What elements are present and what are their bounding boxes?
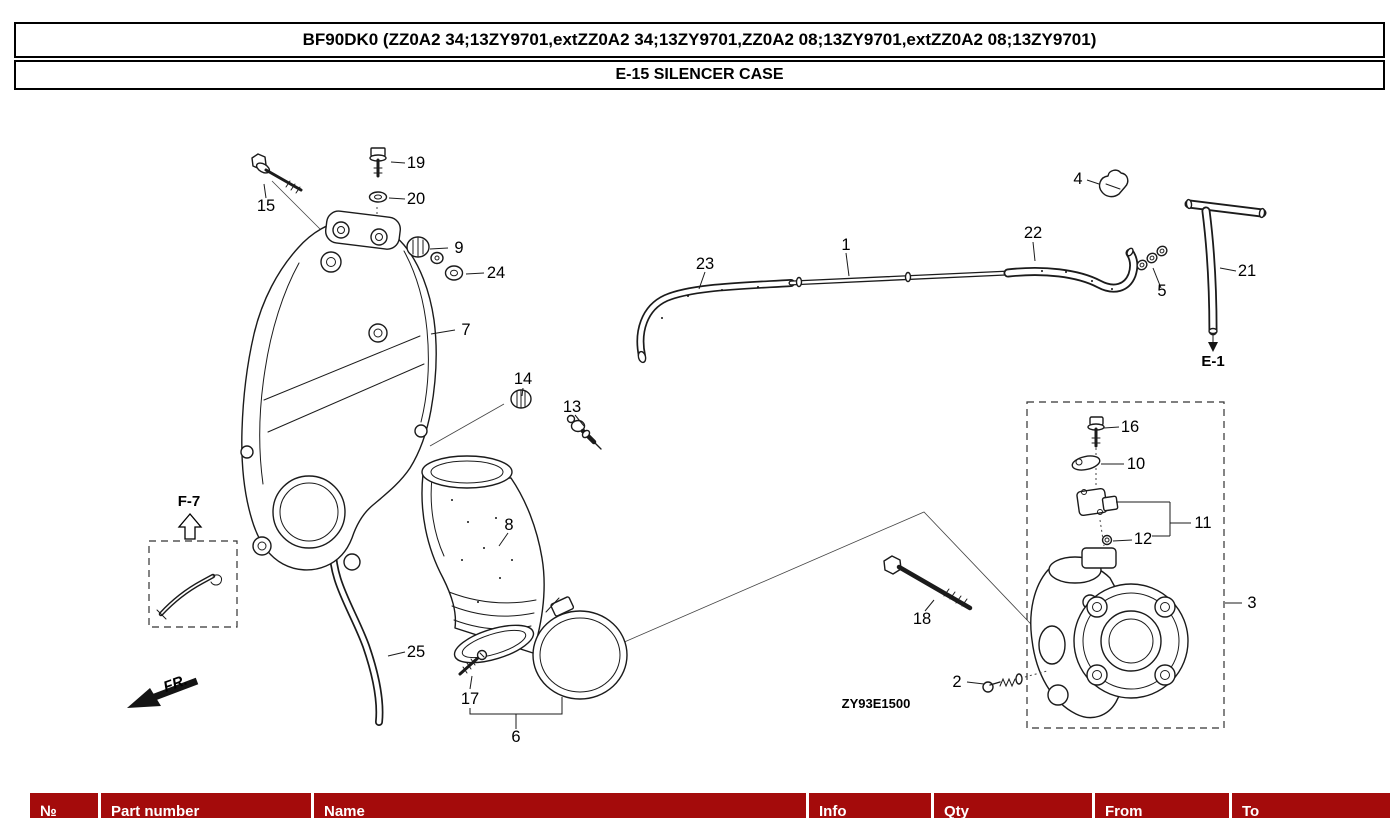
callout-23: 23 — [696, 255, 714, 273]
callout-15: 15 — [257, 197, 275, 215]
flange-nut-20 — [368, 191, 388, 203]
case-bolt-19 — [369, 147, 387, 178]
table-header-col-4: Info — [809, 793, 931, 818]
callout-6: 6 — [511, 728, 520, 746]
callout-1: 1 — [841, 236, 850, 254]
grommet-9 — [406, 236, 444, 265]
page-header: BF90DK0 (ZZ0A2 34;13ZY9701,extZZ0A2 34;1… — [14, 22, 1385, 90]
callout-18: 18 — [913, 610, 931, 628]
f7-label: F-7 — [178, 493, 201, 510]
e1-arrow — [1208, 333, 1218, 352]
texture-dots — [451, 499, 513, 603]
fr-label: FR. — [161, 672, 190, 696]
callout-4: 4 — [1073, 170, 1082, 188]
outlet-hose — [1003, 247, 1139, 293]
handle-pipe — [1184, 198, 1267, 336]
section-title: E-15 SILENCER CASE — [14, 60, 1385, 90]
f7-arrow — [177, 512, 203, 540]
clamp-screw — [458, 649, 488, 676]
washer-24 — [444, 265, 464, 281]
tool-reference — [148, 540, 238, 628]
table-header-col-3: Name — [314, 793, 806, 818]
e1-label: E-1 — [1201, 353, 1224, 370]
intake-elbow — [421, 455, 545, 664]
callout-17: 17 — [461, 690, 479, 708]
table-header-col-2: Part number — [101, 793, 311, 818]
callout-13: 13 — [563, 398, 581, 416]
breather-hose — [636, 279, 795, 364]
callout-12: 12 — [1134, 530, 1152, 548]
valve-13 — [566, 414, 602, 450]
fr-direction-arrow — [127, 677, 199, 708]
clamp-band — [532, 596, 628, 700]
table-header-col-7: To — [1232, 793, 1390, 818]
drain-screw — [982, 670, 1048, 693]
catalog-model-title: BF90DK0 (ZZ0A2 34;13ZY9701,extZZ0A2 34;1… — [14, 22, 1385, 58]
sensor-stay — [1071, 455, 1101, 471]
silencer-case — [240, 210, 437, 571]
callout-25: 25 — [407, 643, 425, 661]
callout-8: 8 — [504, 516, 513, 534]
callout-21: 21 — [1238, 262, 1256, 280]
callout-2: 2 — [952, 673, 961, 691]
callout-10: 10 — [1127, 455, 1145, 473]
callout-3: 3 — [1247, 594, 1256, 612]
table-header-col-5: Qty — [934, 793, 1092, 818]
sensor-oring — [1101, 534, 1113, 546]
callout-11: 11 — [1194, 514, 1211, 532]
callout-19: 19 — [407, 154, 425, 172]
flange-bolt — [883, 555, 973, 611]
throttle-body-casting — [1030, 547, 1189, 719]
leader-lines — [263, 161, 1242, 729]
vent-tube — [788, 270, 1011, 288]
callout-9: 9 — [454, 239, 463, 257]
drawing-code: ZY93E1500 — [842, 696, 911, 711]
throttle-body-assembly — [1026, 401, 1225, 729]
callout-7: 7 — [461, 321, 470, 339]
sensor-bolt — [1087, 416, 1105, 448]
collar-14 — [510, 389, 532, 409]
callout-5: 5 — [1157, 282, 1166, 300]
tube-clamp — [1098, 169, 1129, 198]
water-tube — [328, 538, 384, 726]
callout-14: 14 — [514, 370, 532, 388]
callout-20: 20 — [407, 190, 425, 208]
callout-numbers: 1234567891011121314151617181920212223242… — [257, 154, 1257, 746]
clip-rings — [1136, 245, 1168, 271]
case-bolt-15 — [251, 153, 303, 194]
callout-22: 22 — [1024, 224, 1042, 242]
table-header-col-1: № — [30, 793, 98, 818]
table-header-col-6: From — [1095, 793, 1229, 818]
callout-24: 24 — [487, 264, 505, 282]
callout-16: 16 — [1121, 418, 1139, 436]
map-sensor — [1076, 487, 1119, 517]
